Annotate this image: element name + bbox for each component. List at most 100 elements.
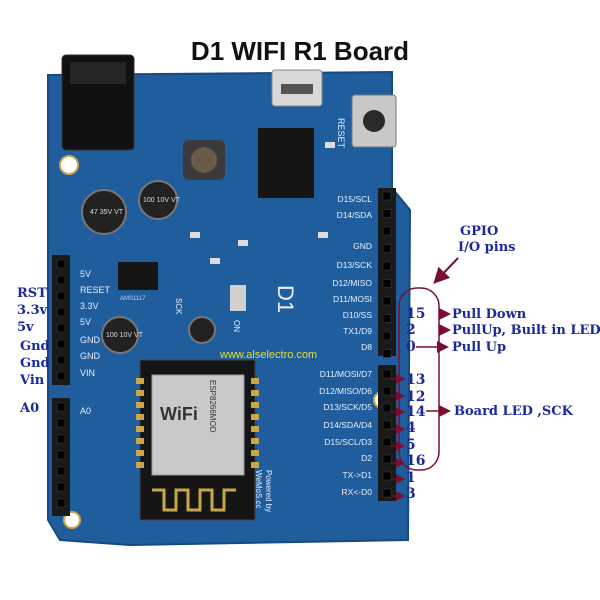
board-silk-name: D1 <box>273 285 298 313</box>
note-board-led: Board LED ,SCK <box>454 404 573 419</box>
header-pin <box>382 386 392 396</box>
header-pin <box>382 488 392 498</box>
header-pin <box>382 296 392 306</box>
header-pin <box>56 466 66 476</box>
cap-label: 100 10V VT <box>143 197 181 204</box>
gpio-number: 3 <box>406 486 416 502</box>
header-pin <box>56 402 66 412</box>
right-header-label: D2 <box>361 453 372 463</box>
left-header-label: VIN <box>80 368 95 378</box>
left-header-label: RESET <box>80 285 111 295</box>
header-pin <box>56 291 66 301</box>
gpio-subheading: I/O pins <box>458 240 516 255</box>
header-pin <box>56 307 66 317</box>
label-rst: RST <box>17 286 47 301</box>
right-header-label: D14/SDA/D4 <box>323 420 372 430</box>
header-pin <box>56 323 66 333</box>
right-header-label: D13/SCK/D5 <box>323 402 372 412</box>
gpio-heading: GPIO <box>460 224 499 239</box>
label-5v: 5v <box>17 320 34 335</box>
right-header-label: D11/MOSI <box>333 294 372 304</box>
header-pin <box>382 437 392 447</box>
header-pin <box>56 418 66 428</box>
header-pin <box>382 244 392 253</box>
header-pin <box>382 314 392 323</box>
header-pin <box>382 209 392 218</box>
label-3v3: 3.3v <box>17 303 48 318</box>
wifi-text: WiFi <box>160 404 198 424</box>
gpio-number: 2 <box>406 322 416 338</box>
header-pin <box>382 471 392 481</box>
antenna <box>152 488 236 512</box>
left-header-label: GND <box>80 335 101 345</box>
right-header-label: D12/MISO/D6 <box>319 386 372 396</box>
cap-label: 47 35V VT <box>90 209 124 216</box>
label-vin: Vin <box>20 373 45 388</box>
right-header-label: D10/SS <box>343 310 373 320</box>
reg-chip <box>118 262 158 290</box>
cap-label: 100 10V VT <box>106 332 144 339</box>
right-header-label: D14/SDA <box>337 210 373 220</box>
right-header-label: D12/MISO <box>332 278 372 288</box>
header-pin <box>56 339 66 349</box>
left-header-label: GND <box>80 351 101 361</box>
header-pin <box>382 349 392 358</box>
right-header-label: D15/SCL <box>338 194 373 204</box>
gpio-number: 0 <box>406 339 416 355</box>
right-header-label: TX1/D9 <box>343 326 372 336</box>
note-pull-up: Pull Up <box>452 340 507 355</box>
header-pin <box>382 191 392 201</box>
gpio-number: 5 <box>406 437 416 453</box>
reset-label: RESET <box>336 118 346 149</box>
gpio-number: 1 <box>406 470 416 486</box>
header-pin <box>56 259 66 269</box>
note-pull-down: Pull Down <box>452 307 527 322</box>
left-header-power <box>52 255 70 385</box>
header-pin <box>382 261 392 271</box>
header-pin <box>382 369 392 379</box>
header-pin <box>382 226 392 236</box>
usb-chip <box>258 128 314 198</box>
capacitor <box>188 316 216 344</box>
gpio-arrow <box>433 257 459 284</box>
header-pin <box>382 331 392 341</box>
gpio-number: 16 <box>406 453 426 469</box>
gpio-number: 12 <box>406 389 426 405</box>
header-pin <box>56 371 66 381</box>
gpio-number: 15 <box>406 306 426 322</box>
header-pin <box>382 403 392 413</box>
right-header-label: D15/SCL/D3 <box>324 437 372 447</box>
right-header-label: D8 <box>361 342 372 352</box>
right-header-label: GND <box>353 241 372 251</box>
label-a0: A0 <box>20 401 40 416</box>
right-header-top <box>378 188 396 356</box>
header-pin <box>56 275 66 285</box>
capacitor <box>138 180 178 220</box>
label-gnd1: Gnd <box>20 339 50 354</box>
sck-label: SCK <box>174 298 183 315</box>
header-pin <box>56 498 66 508</box>
label-gnd2: Gnd <box>20 356 50 371</box>
on-label: ON <box>232 320 241 332</box>
gpio-number: 13 <box>406 372 426 388</box>
left-header-label: 5V <box>80 317 91 327</box>
esp-text: ESP8266MOD <box>208 380 217 433</box>
header-pin <box>56 355 66 365</box>
header-pin <box>382 420 392 430</box>
mount-hole <box>59 155 79 175</box>
capacitor <box>101 316 139 354</box>
header-pin <box>56 450 66 460</box>
left-header-label: 5V <box>80 269 91 279</box>
right-header-bottom <box>378 365 396 501</box>
header-pin <box>382 454 392 464</box>
right-header-label: RX<-D0 <box>342 487 373 497</box>
header-pin <box>56 482 66 492</box>
right-header-label: D13/SCK <box>337 260 373 270</box>
gpio-number: 4 <box>406 420 416 436</box>
gpio-number: 14 <box>406 404 426 420</box>
left-header-label: A0 <box>80 406 91 416</box>
powered-by: Powered by <box>264 470 273 512</box>
right-header-label: TX->D1 <box>342 470 372 480</box>
header-pin <box>382 279 392 288</box>
